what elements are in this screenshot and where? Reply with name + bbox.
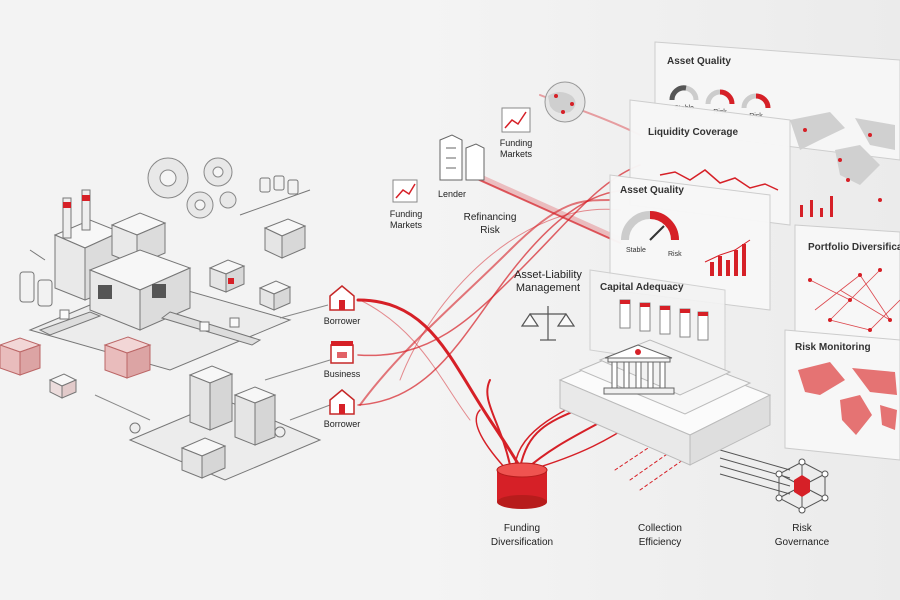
liquidity-trend-line	[659, 169, 779, 191]
chart-up-icon	[504, 111, 527, 129]
house-icon	[329, 389, 355, 415]
building-icon	[439, 134, 485, 181]
funding-markets-left-label-1: Funding	[390, 209, 423, 219]
globe-icon	[544, 81, 586, 123]
business-label: Business	[324, 369, 361, 379]
borrower-top-node: Borrower	[324, 285, 361, 326]
panel-asset-quality-top-title: Asset Quality	[667, 56, 731, 67]
risk-governance-label-1: Risk	[792, 523, 812, 534]
business-node: Business	[324, 341, 361, 379]
alm-label-2: Management	[516, 282, 580, 294]
refinancing-risk-label-1: Refinancing	[464, 212, 517, 223]
funding-diversification-label-1: Funding	[504, 523, 540, 534]
funding-markets-top-label-1: Funding	[500, 138, 533, 148]
refinancing-risk-node: Refinancing Risk	[464, 212, 517, 236]
gear-icon	[147, 157, 237, 219]
panel-asset-quality-mid-title: Asset Quality	[620, 185, 684, 196]
panel-risk-monitoring-title: Risk Monitoring	[795, 342, 871, 353]
borrower-bottom-node: Borrower	[324, 389, 361, 429]
bar-chart-icon	[710, 244, 746, 276]
panel-liquidity-coverage-title: Liquidity Coverage	[648, 127, 738, 138]
factory-icon	[19, 189, 262, 346]
lender-label: Lender	[438, 189, 466, 199]
alm-node: Asset-Liability Management	[514, 269, 582, 341]
risk-governance-label-2: Governance	[775, 537, 830, 548]
risk-governance-node: Risk Governance	[775, 458, 830, 548]
funding-barrel	[496, 462, 548, 509]
funding-markets-left-label-2: Markets	[390, 220, 423, 230]
alm-label-1: Asset-Liability	[514, 269, 582, 281]
borrower-top-label: Borrower	[324, 316, 361, 326]
chart-up-icon	[395, 183, 416, 199]
funding-diversification-node: Funding Diversification	[491, 523, 553, 548]
outflow-arrows	[719, 449, 791, 495]
gauge-stable-label: Stable	[626, 247, 646, 254]
collection-efficiency-node: Collection Efficiency	[638, 523, 682, 548]
borrower-bottom-label: Borrower	[324, 419, 361, 429]
world-map-risk	[798, 362, 897, 435]
bank-icon	[603, 344, 675, 395]
panel-portfolio-diversification-title: Portfolio Diversification	[808, 242, 900, 253]
lender-node: Lender	[438, 134, 485, 199]
industrial-area	[0, 157, 331, 481]
panel-asset-quality-mid: Asset Quality Stable Risk	[609, 174, 771, 311]
world-map-top	[790, 112, 895, 202]
panel-portfolio-diversification: Portfolio Diversification	[794, 224, 900, 356]
panel-risk-monitoring: Risk Monitoring	[784, 329, 900, 461]
funding-markets-top-label-2: Markets	[500, 149, 533, 159]
gauge-icon	[669, 85, 771, 109]
gauge-risk-label: Risk	[668, 251, 682, 258]
scales-icon	[520, 306, 576, 341]
collection-efficiency-label-1: Collection	[638, 523, 682, 534]
house-icon	[329, 285, 355, 311]
refinancing-risk-label-2: Risk	[480, 225, 500, 236]
funding-diversification-label-2: Diversification	[491, 537, 553, 548]
gauge-icon	[621, 211, 679, 241]
pillar-icons	[619, 299, 709, 341]
network-scatter	[809, 269, 900, 331]
panel-capital-adequacy: Capital Adequacy	[589, 269, 726, 371]
panel-capital-adequacy-title: Capital Adequacy	[600, 282, 684, 293]
collection-efficiency-label-2: Efficiency	[639, 537, 682, 548]
funding-markets-top-node: Funding Markets	[500, 107, 533, 159]
funding-markets-left-node: Funding Markets	[390, 179, 423, 230]
